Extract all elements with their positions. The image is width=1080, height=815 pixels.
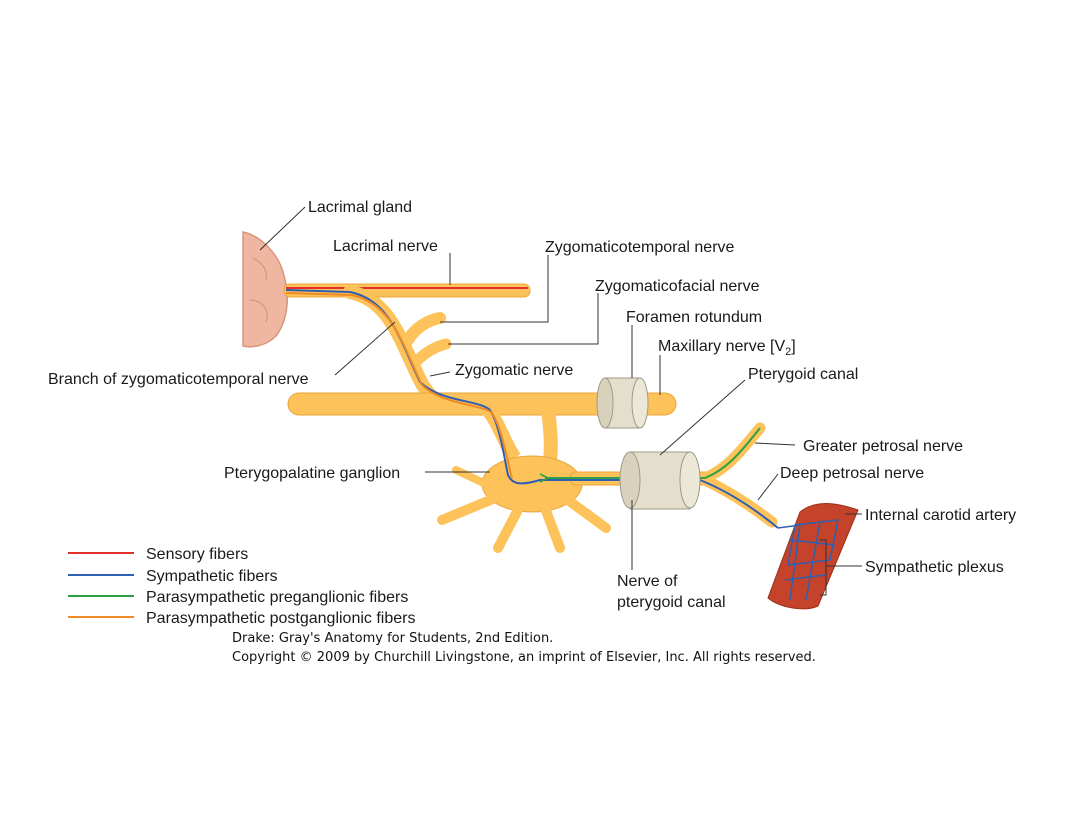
legend-label-sensory: Sensory fibers xyxy=(146,546,248,563)
label-zygomatic-nerve: Zygomatic nerve xyxy=(455,362,573,379)
label-maxillary-nerve: Maxillary nerve [V2] xyxy=(658,338,796,358)
foramen-rotundum-cylinder xyxy=(596,377,649,429)
ganglion-ray-1 xyxy=(437,491,505,525)
label-greater-petrosal-nerve: Greater petrosal nerve xyxy=(803,438,963,455)
ganglion-ray-4 xyxy=(540,503,565,553)
greater-petrosal-nerve xyxy=(699,422,766,484)
label-zygomaticofacial-nerve: Zygomaticofacial nerve xyxy=(595,278,760,295)
label-lacrimal-nerve: Lacrimal nerve xyxy=(333,238,438,255)
label-internal-carotid-artery: Internal carotid artery xyxy=(865,507,1016,524)
lacrimal-gland xyxy=(242,231,289,348)
ganglionic-branch-2 xyxy=(541,409,558,461)
credit-line-2: Copyright © 2009 by Churchill Livingston… xyxy=(232,650,816,665)
label-deep-petrosal-nerve: Deep petrosal nerve xyxy=(780,465,924,482)
legend-label-preganglionic: Parasympathetic preganglionic fibers xyxy=(146,589,408,606)
gland-lobule-lines xyxy=(249,257,268,323)
preganglionic-fiber-path xyxy=(545,427,761,479)
maxillary-nerve xyxy=(287,392,677,416)
credit-line-1: Drake: Gray's Anatomy for Students, 2nd … xyxy=(232,631,553,646)
label-foramen-rotundum: Foramen rotundum xyxy=(626,309,762,326)
zygomaticotemporal-branch-stub xyxy=(402,312,446,346)
ganglion-ray-5 xyxy=(563,495,611,533)
postganglionic-fiber-path xyxy=(285,292,513,479)
legend-label-sympathetic: Sympathetic fibers xyxy=(146,568,278,585)
zygomaticofacial-branch-stub xyxy=(412,338,452,366)
label-pterygopalatine-ganglion: Pterygopalatine ganglion xyxy=(224,465,400,482)
label-pterygoid-canal: Pterygoid canal xyxy=(748,366,858,383)
ganglionic-branch-1 xyxy=(482,405,521,463)
legend-label-postganglionic: Parasympathetic postganglionic fibers xyxy=(146,610,415,627)
label-nerve-of-pterygoid-canal-1: Nerve of xyxy=(617,573,678,590)
pterygoid-canal-cylinder xyxy=(619,451,701,510)
leader-lines xyxy=(259,206,862,596)
preganglionic-arrow xyxy=(539,473,550,483)
label-branch-zygomaticotemporal: Branch of zygomaticotemporal nerve xyxy=(48,371,309,388)
label-nerve-of-pterygoid-canal-2: pterygoid canal xyxy=(617,594,726,611)
ganglion-ray-3 xyxy=(493,501,525,553)
ganglion-ray-2 xyxy=(452,466,494,490)
internal-carotid-artery xyxy=(767,503,859,610)
legend: Sensory fibers Sympathetic fibers Parasy… xyxy=(68,546,415,627)
label-lacrimal-gland: Lacrimal gland xyxy=(308,199,412,216)
label-zygomaticotemporal-nerve: Zygomaticotemporal nerve xyxy=(545,239,735,256)
sympathetic-plexus-net xyxy=(777,519,839,601)
label-sympathetic-plexus: Sympathetic plexus xyxy=(865,559,1004,576)
